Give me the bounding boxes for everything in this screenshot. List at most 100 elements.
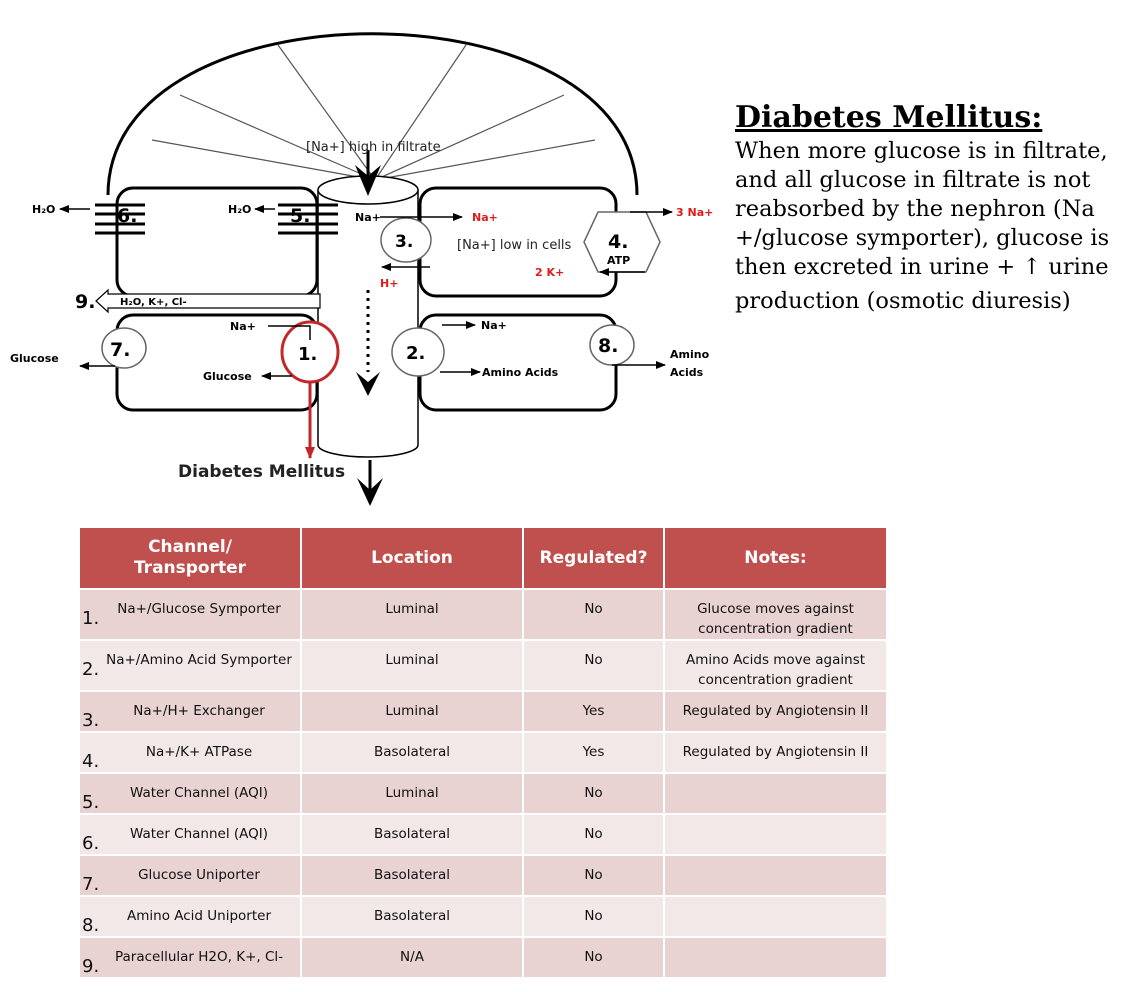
cell-location: Basolateral xyxy=(301,895,524,937)
glucose-mid-label: Glucose xyxy=(203,370,252,383)
three-na-label: 3 Na+ xyxy=(676,206,713,219)
transporter-name: Na+/H+ Exchanger xyxy=(133,703,265,719)
atp-label: ATP xyxy=(607,254,630,267)
cell-location: Basolateral xyxy=(301,731,524,773)
na-in-line xyxy=(268,325,311,340)
paracellular-arrow xyxy=(95,288,321,314)
num-9: 9. xyxy=(75,291,95,313)
table-header-row: Channel/Transporter Location Regulated? … xyxy=(80,528,886,589)
cell-regulated: No xyxy=(523,854,665,896)
transporter-name: Na+/Glucose Symporter xyxy=(117,601,281,617)
cell-notes xyxy=(664,772,886,814)
num-4: 4. xyxy=(608,231,628,253)
cell-transporter: 4. Na+/K+ ATPase xyxy=(80,731,302,773)
row-number: 7. xyxy=(82,874,100,895)
cell-notes xyxy=(664,936,886,977)
cell-transporter: 8. Amino Acid Uniporter xyxy=(80,895,302,937)
num-5: 5. xyxy=(290,205,310,227)
amino-right-label-1: Amino xyxy=(670,348,710,361)
transporter-3 xyxy=(380,217,432,263)
transporter-2 xyxy=(391,327,445,377)
cell-location: Basolateral xyxy=(301,813,524,855)
lumen-flow-head xyxy=(356,372,380,396)
amino-mid-label: Amino Acids xyxy=(482,366,559,379)
row-number: 6. xyxy=(82,833,100,854)
row-number: 5. xyxy=(82,792,100,813)
num-2: 2. xyxy=(406,343,425,364)
cell-transporter: 1.Na+/Glucose Symporter xyxy=(80,588,302,640)
cell-regulated: No xyxy=(523,813,665,855)
arch-spokes xyxy=(151,44,596,181)
side-title: Diabetes Mellitus: xyxy=(735,100,1043,135)
na-top-label: Na+ xyxy=(355,211,381,224)
cell-bottom-right xyxy=(418,313,618,412)
water-channel-6 xyxy=(95,203,145,235)
transporter-name: Amino Acid Uniporter xyxy=(127,908,271,924)
h-plus-label: H+ xyxy=(380,277,398,290)
cell-regulated: No xyxy=(523,588,665,640)
cell-location: Basolateral xyxy=(301,854,524,896)
h2o-mid-label: H₂O xyxy=(228,203,251,216)
cell-regulated: Yes xyxy=(523,731,665,773)
num-3: 3. xyxy=(395,232,413,252)
header-regulated: Regulated? xyxy=(523,528,665,589)
header-notes: Notes: xyxy=(664,528,886,589)
row-number: 4. xyxy=(82,751,100,772)
cell-regulated: No xyxy=(523,895,665,937)
cell-regulated: No xyxy=(523,639,665,691)
row-number: 2. xyxy=(82,659,100,680)
side-body-main: When more glucose is in filtrate, and al… xyxy=(735,138,1110,280)
side-body-last: production (osmotic diuresis) xyxy=(735,288,1071,314)
na-red-out-label: Na+ xyxy=(472,211,498,224)
num-6: 6. xyxy=(117,205,137,227)
cell-notes: Regulated by Angiotensin II xyxy=(664,731,886,773)
diabetes-bottom-label: Diabetes Mellitus xyxy=(178,462,345,482)
transporter-name: Na+/Amino Acid Symporter xyxy=(106,652,292,668)
arch xyxy=(106,32,639,196)
cell-notes xyxy=(664,813,886,855)
transporter-7 xyxy=(101,327,147,369)
transporter-name: Glucose Uniporter xyxy=(138,867,260,883)
filtrate-arrow-head xyxy=(355,165,381,196)
cell-location: Luminal xyxy=(301,772,524,814)
cell-notes xyxy=(664,895,886,937)
transporter-name: Water Channel (AQI) xyxy=(129,826,269,842)
amino-right-label-2: Acids xyxy=(670,366,704,379)
paracellular-label: H₂O, K+, Cl- xyxy=(120,297,187,308)
cell-regulated: Yes xyxy=(523,690,665,732)
cell-notes: Glucose moves against concentration grad… xyxy=(664,588,886,640)
transporter-name: Paracellular H2O, K+, Cl- xyxy=(114,949,284,965)
cell-location: Luminal xyxy=(301,690,524,732)
nephron-diagram: [Na+] high in filtrate H₂O H₂O 6. 5. Na+… xyxy=(10,32,713,506)
cell-regulated: No xyxy=(523,772,665,814)
transporter-name: Na+/K+ ATPase xyxy=(145,744,253,760)
transporter-table: Channel/Transporter Location Regulated? … xyxy=(80,528,886,977)
diabetes-explanation: Diabetes Mellitus: When more glucose is … xyxy=(735,100,1140,316)
two-k-label: 2 K+ xyxy=(535,266,564,279)
na-right-label: Na+ xyxy=(481,319,507,332)
bottom-arrow-head xyxy=(357,478,383,506)
cell-transporter: 2. Na+/Amino Acid Symporter xyxy=(80,639,302,691)
row-number: 8. xyxy=(82,915,100,936)
glucose-left-label: Glucose xyxy=(10,352,59,365)
cell-transporter: 7. Glucose Uniporter xyxy=(80,854,302,896)
num-8: 8. xyxy=(598,335,618,357)
num-1: 1. xyxy=(298,344,317,365)
cell-notes: Regulated by Angiotensin II xyxy=(664,690,886,732)
transporter-name: Water Channel (AQI) xyxy=(129,785,269,801)
h2o-left-label: H₂O xyxy=(32,203,55,216)
water-channel-5 xyxy=(278,203,338,235)
row-number: 9. xyxy=(82,956,100,977)
cell-transporter: 6. Water Channel (AQI) xyxy=(80,813,302,855)
num-7: 7. xyxy=(110,339,130,361)
header-channel: Channel/Transporter xyxy=(80,528,302,589)
